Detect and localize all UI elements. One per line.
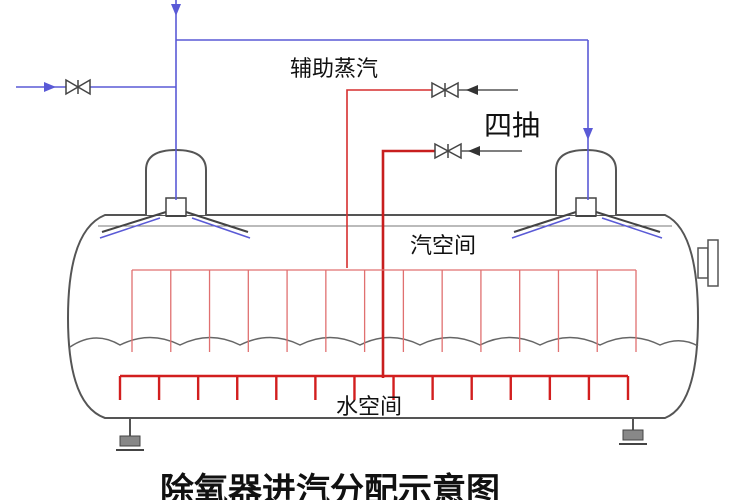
arrow-right-left-inlet — [44, 82, 56, 92]
four-extraction-valve — [434, 142, 462, 160]
support-foot-left — [116, 418, 144, 451]
spray-deflector-left — [99, 197, 251, 239]
water-level-line — [69, 336, 699, 348]
four-extraction-pipe — [381, 149, 435, 378]
aux-steam-arrow — [466, 85, 478, 95]
four-extraction-arrow — [468, 146, 480, 156]
steam-space-distribution-header — [131, 269, 637, 352]
arrow-down-right-pipe — [583, 128, 593, 140]
aux-steam-valve — [431, 81, 459, 99]
aux-steam-pipe — [346, 89, 432, 268]
diagram-title: 除氧器进汽分配示意图 — [160, 471, 500, 500]
dome-right — [555, 148, 617, 215]
label-four-extraction: 四抽 — [484, 109, 540, 142]
water-space-distribution-header — [118, 374, 630, 400]
blue-steam-pipes — [16, 0, 589, 200]
arrow-down-top-left — [171, 4, 181, 16]
valve-left-inlet — [65, 78, 91, 96]
label-water-space: 水空间 — [336, 395, 402, 420]
label-aux-steam: 辅助蒸汽 — [290, 57, 378, 82]
label-steam-space: 汽空间 — [410, 234, 476, 259]
spray-deflector-right — [511, 197, 663, 239]
support-foot-right — [619, 418, 647, 445]
vessel-shell — [66, 214, 700, 419]
side-nozzle — [697, 239, 719, 287]
